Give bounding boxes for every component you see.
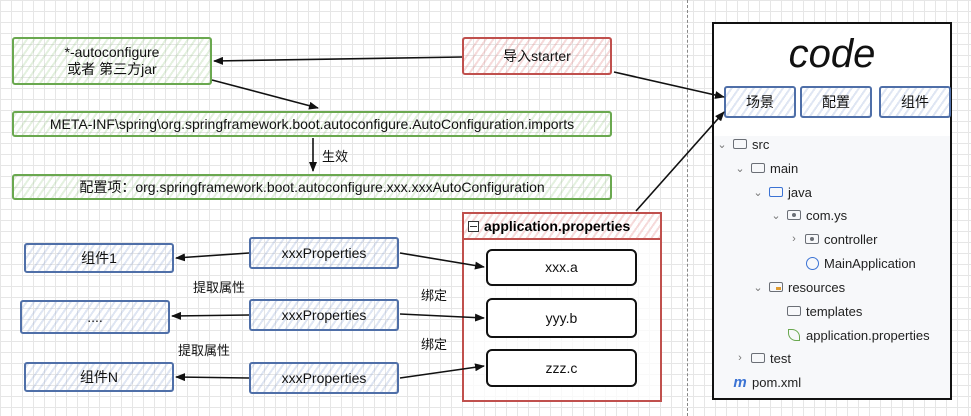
tree-item-label: test <box>770 350 791 366</box>
autoconfigure-line2: 或者 第三方jar <box>67 61 157 77</box>
tree-item-label: resources <box>788 279 846 295</box>
tab-label: 场景 <box>746 93 774 110</box>
folder-icon <box>732 137 748 151</box>
component-label: 组件1 <box>81 249 117 266</box>
imports-file-box: META-INF\spring\org.springframework.boot… <box>12 111 612 137</box>
component-box: 组件1 <box>24 243 174 273</box>
autoconfigure-line1: *-autoconfigure <box>64 44 160 60</box>
chevron-down-icon[interactable]: ⌄ <box>735 162 745 175</box>
arrow-properties-to-component <box>171 311 250 320</box>
tree-item-pom[interactable]: m pom.xml <box>716 372 801 392</box>
tree-item-label: controller <box>824 231 878 247</box>
property-key-label: yyy.b <box>545 309 578 326</box>
application-properties-header: application.properties <box>464 214 660 240</box>
tab-scene[interactable]: 场景 <box>724 86 796 118</box>
tree-item-label: java <box>788 184 812 200</box>
tree-item-src[interactable]: ⌄ src <box>716 134 769 154</box>
collapse-icon[interactable] <box>468 220 479 232</box>
extract-label: 提取属性 <box>178 343 231 358</box>
separator-line <box>687 0 688 416</box>
property-key-box: yyy.b <box>486 298 637 338</box>
spring-app-icon <box>804 256 820 270</box>
arrow-bind <box>399 313 485 322</box>
properties-class-label: xxxProperties <box>281 306 367 323</box>
arrow-autoconfigure-to-imports <box>211 79 319 110</box>
chevron-down-icon[interactable]: ⌄ <box>717 138 727 151</box>
properties-class-box: xxxProperties <box>249 299 399 331</box>
tab-label: 配置 <box>822 93 850 110</box>
package-icon <box>804 232 820 246</box>
spring-leaf-icon <box>786 328 802 342</box>
arrow-properties-to-code <box>635 111 725 212</box>
effect-label: 生效 <box>322 149 349 164</box>
tab-label: 组件 <box>901 93 929 110</box>
extract-label: 提取属性 <box>193 280 246 295</box>
tab-component[interactable]: 组件 <box>879 86 951 118</box>
tree-item-resources[interactable]: ⌄ resources <box>752 277 845 297</box>
bind-label: 绑定 <box>421 288 448 303</box>
tree-item-main[interactable]: ⌄ main <box>734 158 798 178</box>
arrow-bind <box>399 363 485 379</box>
chevron-down-icon[interactable]: ⌄ <box>753 281 763 294</box>
folder-icon <box>750 351 766 365</box>
source-folder-icon <box>768 185 784 199</box>
component-box: 组件N <box>24 362 174 392</box>
tree-item-label: main <box>770 160 799 176</box>
folder-icon <box>786 304 802 318</box>
tree-item-templates[interactable]: templates <box>770 301 862 321</box>
tree-item-label: templates <box>806 303 863 319</box>
arrow-starter-to-autoconfigure <box>213 56 463 65</box>
imports-file-label: META-INF\spring\org.springframework.boot… <box>49 115 575 132</box>
chevron-down-icon[interactable]: ⌄ <box>771 209 781 222</box>
tree-item-label: MainApplication <box>824 255 916 271</box>
config-class-label: 配置项：org.springframework.boot.autoconfigu… <box>79 178 545 195</box>
arrow-bind <box>399 252 485 270</box>
config-class-box: 配置项：org.springframework.boot.autoconfigu… <box>12 174 612 200</box>
arrow-properties-to-component <box>175 252 250 262</box>
tree-item-label: com.ys <box>806 207 848 223</box>
property-key-label: xxx.a <box>545 259 578 275</box>
tree-item-java[interactable]: ⌄ java <box>752 182 812 202</box>
tree-item-label: application.properties <box>806 327 930 343</box>
application-properties-title: application.properties <box>484 218 631 234</box>
maven-icon: m <box>733 373 747 391</box>
properties-class-box: xxxProperties <box>249 237 399 269</box>
autoconfigure-box: *-autoconfigure 或者 第三方jar <box>12 37 212 85</box>
tab-config[interactable]: 配置 <box>800 86 872 118</box>
package-icon <box>786 208 802 222</box>
resources-folder-icon <box>768 280 784 294</box>
tree-item-application-properties[interactable]: application.properties <box>770 325 930 345</box>
code-panel: code <box>712 22 952 400</box>
tree-item-label: src <box>752 136 770 152</box>
chevron-down-icon[interactable]: ⌄ <box>753 186 763 199</box>
arrow-starter-to-code <box>613 71 725 99</box>
property-key-box: zzz.c <box>486 349 637 387</box>
tree-item-com-ys[interactable]: ⌄ com.ys <box>770 205 847 225</box>
properties-class-box: xxxProperties <box>249 362 399 394</box>
chevron-right-icon[interactable]: › <box>738 352 742 364</box>
tree-item-label: pom.xml <box>752 374 802 390</box>
tree-item-main-application[interactable]: MainApplication <box>788 253 916 273</box>
import-starter-box: 导入starter <box>462 37 612 75</box>
property-key-box: xxx.a <box>486 249 637 286</box>
properties-class-label: xxxProperties <box>281 369 367 386</box>
import-starter-label: 导入starter <box>503 47 571 64</box>
property-key-label: zzz.c <box>545 359 578 376</box>
component-label: .... <box>87 308 103 325</box>
code-title: code <box>788 32 876 76</box>
folder-icon <box>750 161 766 175</box>
chevron-right-icon[interactable]: › <box>792 233 796 245</box>
component-label: 组件N <box>79 368 119 385</box>
component-box: .... <box>20 300 170 334</box>
tree-item-test[interactable]: › test <box>734 348 791 368</box>
bind-label: 绑定 <box>421 337 448 352</box>
properties-class-label: xxxProperties <box>281 244 367 261</box>
tree-item-controller[interactable]: › controller <box>788 229 877 249</box>
project-tree <box>714 136 950 398</box>
arrow-properties-to-component <box>175 373 250 382</box>
